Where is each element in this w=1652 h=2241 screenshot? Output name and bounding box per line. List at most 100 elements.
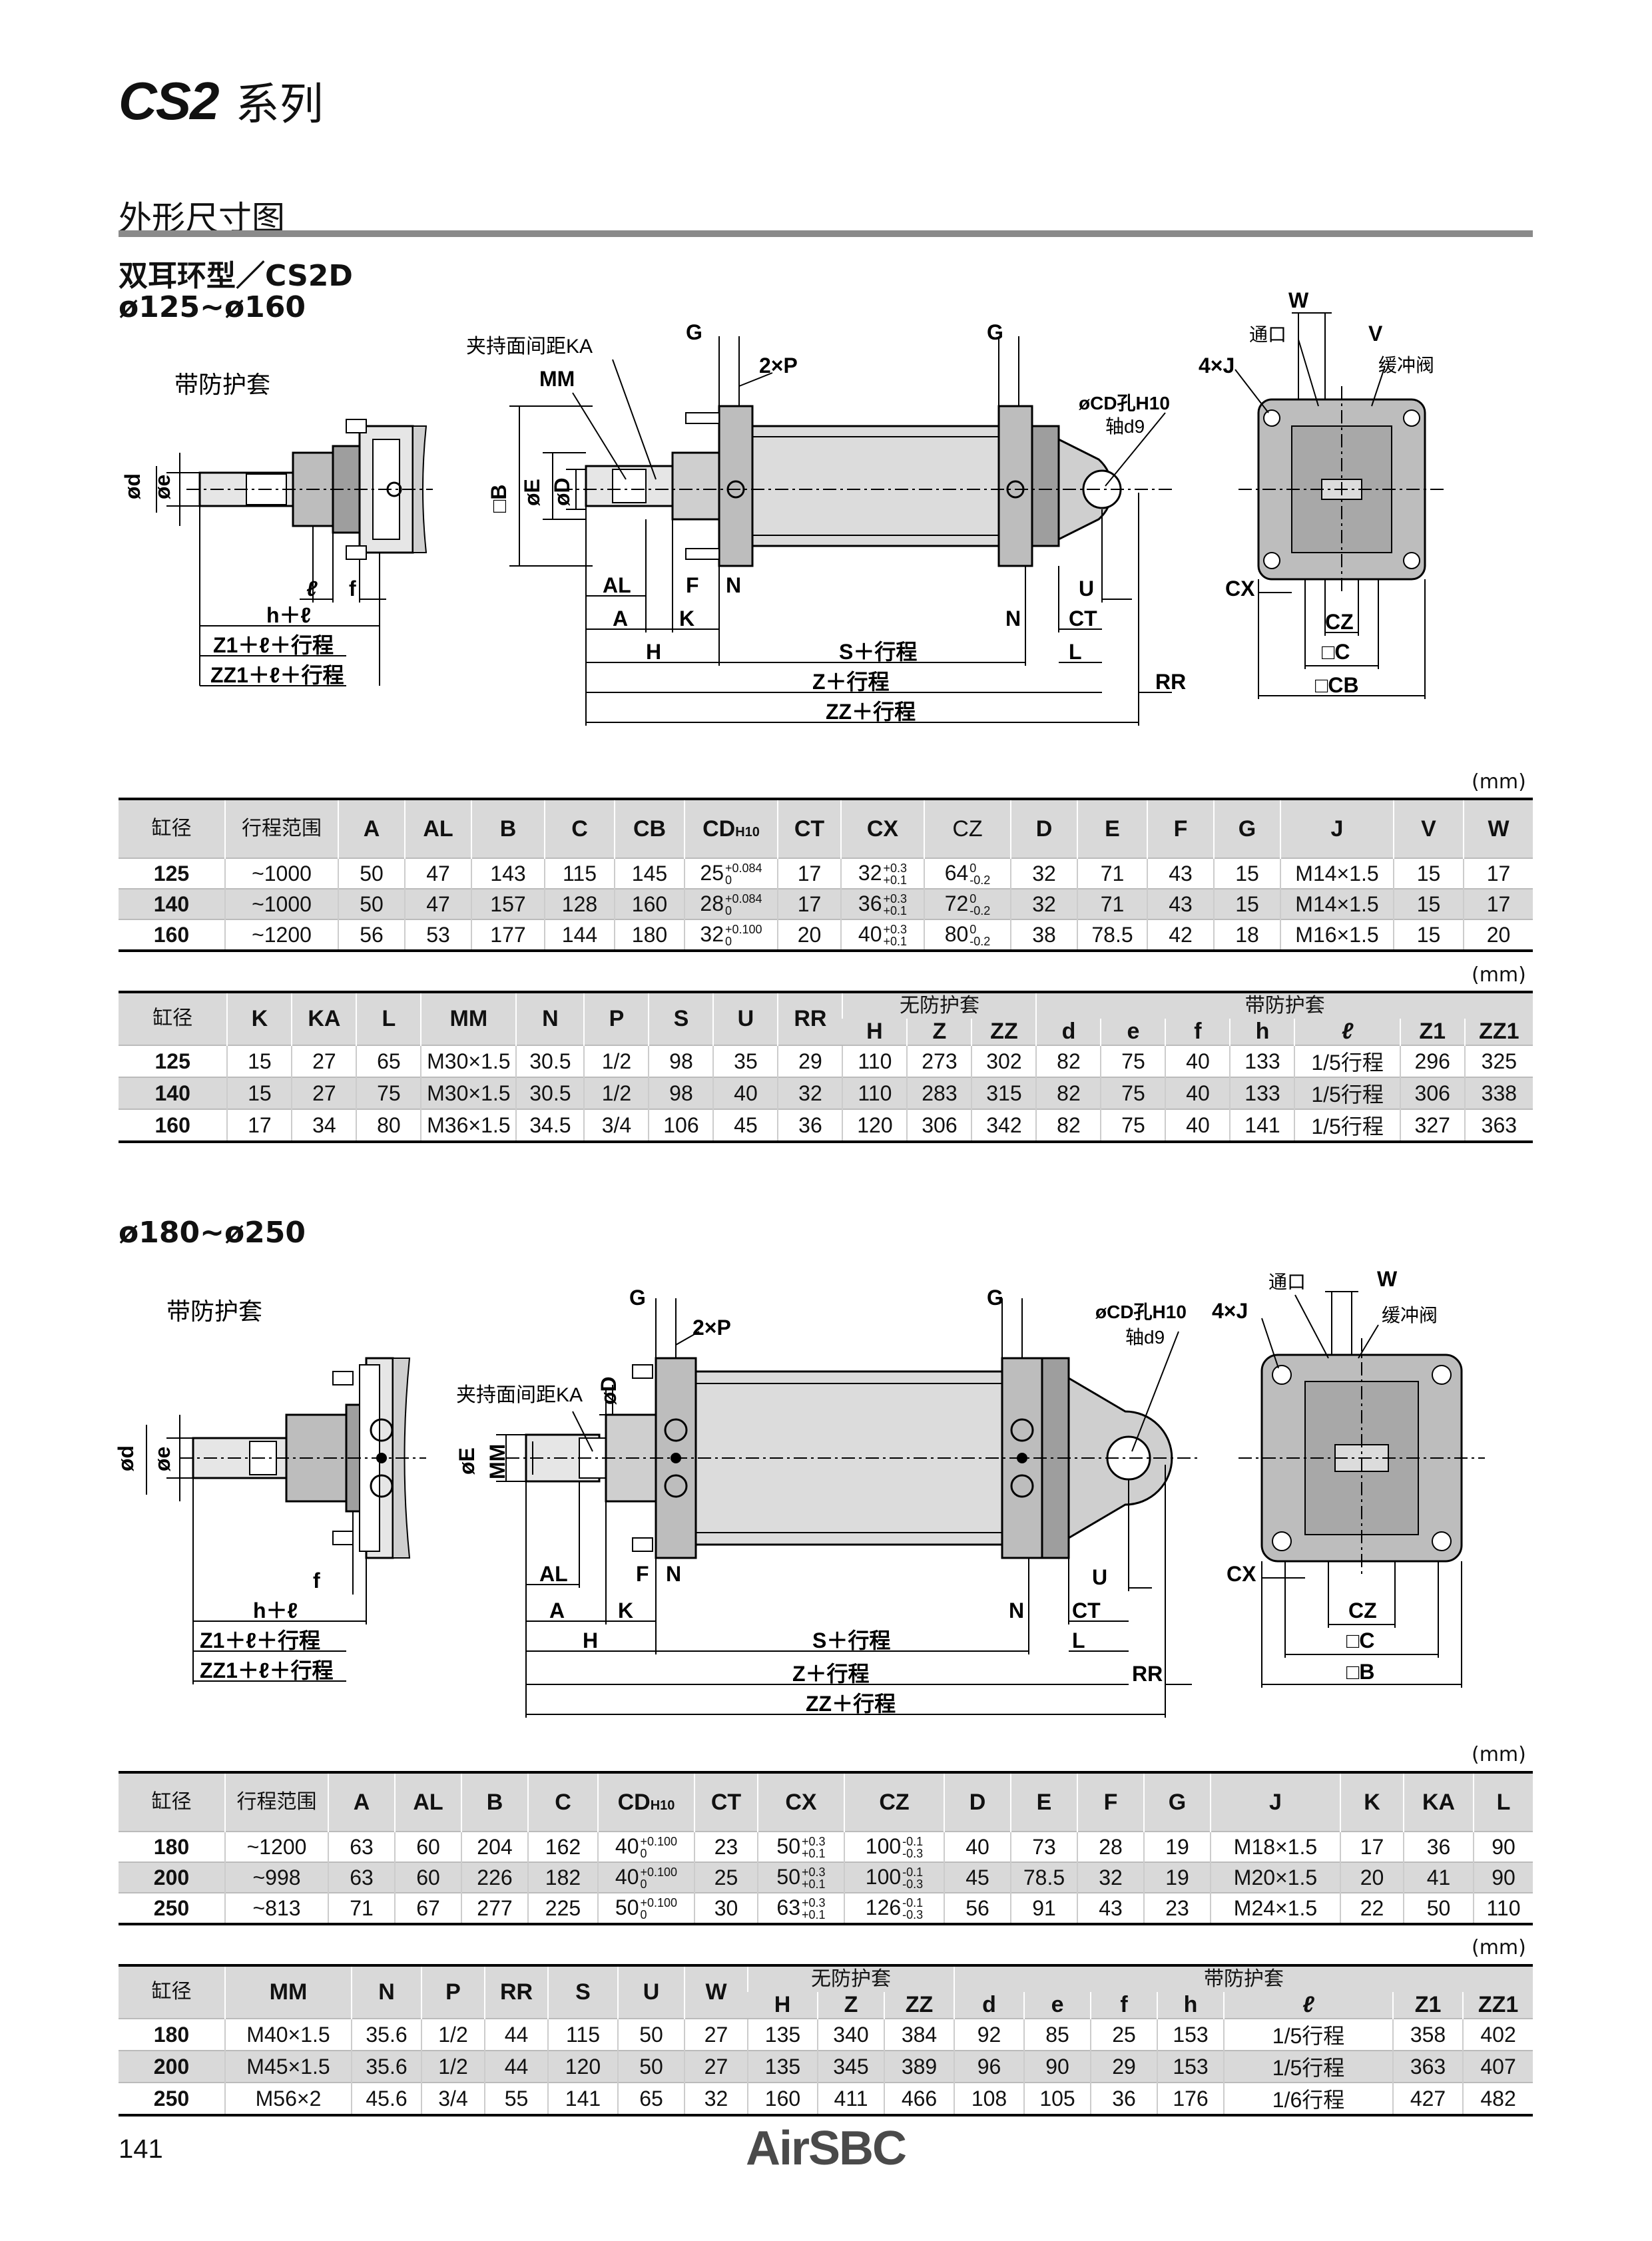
th4-W: W [684, 1965, 748, 2019]
table-cell: M56×2 [224, 2082, 352, 2115]
table-cell: 115 [547, 2018, 618, 2051]
table-cell: 85 [1023, 2018, 1091, 2051]
th-bore: 缸径 [119, 799, 225, 858]
table-cell: 283 [906, 1077, 972, 1109]
table-cell: 82 [1035, 1077, 1101, 1109]
table-cell: 106 [648, 1109, 714, 1142]
table-cell: 115 [544, 858, 615, 889]
table-cell: 45 [944, 1862, 1011, 1893]
dim-A-2: A [549, 1599, 565, 1622]
table-cell: 180 [614, 919, 685, 951]
table-cell: 35.6 [351, 2018, 421, 2051]
table-cell: 20 [1340, 1862, 1404, 1893]
table-cell: 133 [1229, 1077, 1295, 1109]
th2-P: P [583, 992, 649, 1045]
table1-unit: (mm) [1472, 770, 1526, 794]
table-cell: 25 [1090, 2018, 1158, 2051]
table-cell: 110 [1473, 1892, 1533, 1924]
table-cell: 36 [1090, 2082, 1158, 2115]
th2-S: S [648, 992, 714, 1045]
table-cell: 15 [1393, 858, 1464, 889]
dim-U-1: U [1079, 577, 1094, 601]
th2-MM: MM [420, 992, 517, 1045]
th4-P: P [421, 1965, 485, 2019]
th-AL: AL [404, 799, 471, 858]
table-cell: 20 [1463, 919, 1533, 951]
page-number: 141 [119, 2134, 163, 2164]
table-cell: 32 [777, 1077, 843, 1109]
drawing-2: 带防护套 ød øe f h＋ℓ Z1＋ℓ＋行程 ZZ1＋ℓ＋行程 [114, 1267, 1485, 1718]
th4-h: h [1157, 1992, 1225, 2019]
series-model: CS2 [119, 71, 220, 130]
th-CX: CX [840, 799, 924, 858]
table-cell: M45×1.5 [224, 2050, 352, 2083]
th-B: B [471, 799, 545, 858]
table-cell: 363 [1392, 2050, 1464, 2083]
table-cell: 40+0.3+0.1 [840, 919, 924, 951]
table-cell: 82 [1035, 1045, 1101, 1077]
table-cell: 144 [544, 919, 615, 951]
th3-C: C [527, 1772, 598, 1832]
bore-range-1: ø125~ø160 [119, 290, 306, 324]
table-cell: 27 [291, 1077, 357, 1109]
table-cell: 100-0.1-0.3 [844, 1862, 944, 1893]
table1-header-row: 缸径 行程范围 A AL B C CB CDH10 CT CX CZ D E F… [119, 799, 1533, 858]
table-cell: 180 [119, 2018, 225, 2051]
table-cell: 342 [971, 1109, 1037, 1142]
table-cell: M20×1.5 [1210, 1862, 1340, 1893]
dim-d-2: ød [114, 1445, 138, 1471]
table-cell: 411 [817, 2082, 884, 2115]
th-C: C [544, 799, 615, 858]
table-cell: 71 [328, 1892, 395, 1924]
table-cell: 75 [1100, 1077, 1166, 1109]
table-cell: 1/5行程 [1294, 1077, 1400, 1109]
table-cell: 135 [747, 2018, 818, 2051]
table-cell: 363 [1464, 1109, 1533, 1142]
table-cell: 402 [1462, 2018, 1533, 2051]
table-cell: 160 [614, 888, 685, 919]
dim-C-1: □C [1322, 640, 1350, 664]
dim-Z1-1: Z1＋ℓ＋行程 [213, 633, 334, 657]
table-cell: ~1000 [224, 888, 338, 919]
table-cell: 50 [1403, 1892, 1474, 1924]
cushion-label-2: 缓冲阀 [1382, 1305, 1438, 1326]
table4-unit: (mm) [1472, 1936, 1526, 1959]
table-cell: 30.5 [515, 1045, 585, 1077]
table-cell: 15 [1213, 888, 1280, 919]
table-cell: 110 [842, 1077, 908, 1109]
table-cell: 358 [1392, 2018, 1464, 2051]
table-cell: 306 [1399, 1077, 1465, 1109]
cylinder-side-view-2 [506, 1357, 1199, 1559]
table-cell: 160 [119, 1109, 228, 1142]
table-cell: 1/2 [583, 1077, 649, 1109]
table-cell: 98 [648, 1077, 714, 1109]
table-cell: 36 [777, 1109, 843, 1142]
table-cell: 75 [1100, 1109, 1166, 1142]
table-cell: 43 [1147, 888, 1214, 919]
table-cell: 78.5 [1010, 1862, 1077, 1893]
table-cell: 200 [119, 1862, 225, 1893]
table-cell: 90 [1473, 1831, 1533, 1862]
table-cell: 153 [1157, 2018, 1225, 2051]
boot-dims-2 [146, 1415, 367, 1684]
table-cell: 306 [906, 1109, 972, 1142]
table4-header-row: H Z ZZ d e f h ℓ Z1 ZZ1 [119, 1992, 1533, 2019]
table-cell: 177 [471, 919, 545, 951]
table-cell: 32+0.3+0.1 [840, 858, 924, 889]
th4-d: d [954, 1992, 1025, 2019]
table-cell: 60 [394, 1862, 461, 1893]
dim-AL-1: AL [603, 573, 631, 597]
dim-Z1-2: Z1＋ℓ＋行程 [200, 1628, 320, 1652]
table-cell: 34 [291, 1109, 357, 1142]
th4-ZZ1: ZZ1 [1462, 1992, 1533, 2019]
cylinder-side-view-1 [559, 405, 1172, 567]
th2-f: f [1165, 1019, 1231, 1045]
dim-J-1: 4×J [1199, 354, 1235, 377]
th2-group-noboot: 无防护套 [842, 992, 1037, 1019]
table-cell: 17 [1463, 888, 1533, 919]
cushion-label-1: 缓冲阀 [1378, 355, 1434, 375]
